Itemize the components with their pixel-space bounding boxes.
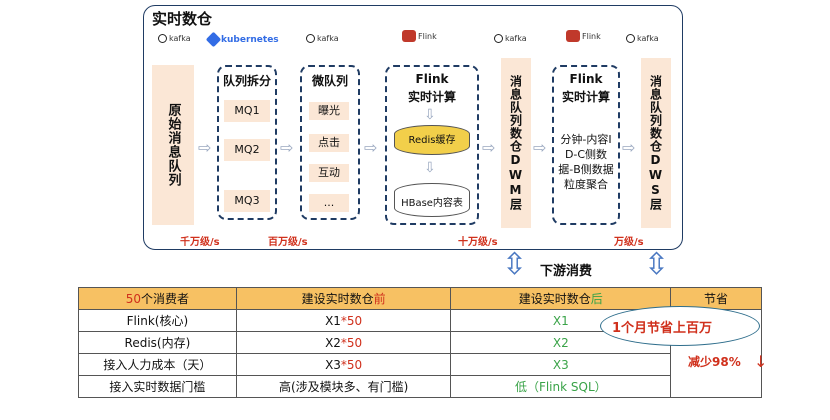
flink-subtitle: 实时计算 xyxy=(407,90,456,104)
flow-arrow-icon: ⇨ xyxy=(364,138,378,157)
before-value: X3*50 xyxy=(235,353,452,376)
micro-queue-item: ... xyxy=(309,194,349,212)
down-arrow-icon: ⇩ xyxy=(424,107,436,123)
dwm-layer: 消息队列数仓DWM层 xyxy=(501,58,531,228)
header-before: 建设实时数仓前 xyxy=(235,287,452,310)
table-row: 接入实时数据门槛 高(涉及模块多、有门槛) 低（Flink SQL） xyxy=(78,375,762,398)
flink-title: Flink xyxy=(415,72,449,86)
down-arrow-icon: ⇩ xyxy=(424,160,436,176)
flink-aggregate-box xyxy=(552,65,620,225)
kafka-logo: kafka xyxy=(494,34,527,43)
flink-subtitle: 实时计算 xyxy=(561,90,610,104)
queue-item: MQ1 xyxy=(224,100,270,122)
kafka-icon xyxy=(494,34,503,43)
row-label: Redis(内存) xyxy=(78,331,237,354)
row-label: 接入人力成本（天） xyxy=(78,353,237,376)
row-label: Flink(核心) xyxy=(78,309,237,332)
before-value: X1*50 xyxy=(235,309,452,332)
realtime-warehouse-frame xyxy=(143,5,683,250)
table-row: 接入人力成本（天） X3*50 X3 xyxy=(78,353,762,376)
cost-comparison-table: 50个消费者 建设实时数仓前 建设实时数仓后 节省 Flink(核心) X1*5… xyxy=(78,287,762,398)
downstream-arrow-icon: ⇳ xyxy=(502,247,528,282)
saving-highlight-ellipse xyxy=(600,306,760,346)
dws-layer: 消息队列数仓DWS层 xyxy=(641,58,671,228)
flow-arrow-icon: ⇨ xyxy=(533,138,547,157)
rate-label: 万级/s xyxy=(614,237,644,248)
before-value: X2*50 xyxy=(235,331,452,354)
rate-label: 百万级/s xyxy=(268,237,308,248)
kafka-icon xyxy=(306,34,315,43)
down-arrow-icon: ↓ xyxy=(754,352,768,371)
after-value: 低（Flink SQL） xyxy=(450,375,672,398)
downstream-arrow-icon: ⇳ xyxy=(644,247,670,282)
kafka-logo: kafka xyxy=(626,34,659,43)
queue-item: MQ2 xyxy=(224,139,270,161)
redis-cache: Redis缓存 xyxy=(394,125,470,155)
source-queue: 原始消息队列 xyxy=(152,65,194,225)
downstream-label: 下游消费 xyxy=(540,264,593,279)
flow-arrow-icon: ⇨ xyxy=(622,138,636,157)
after-value: X3 xyxy=(450,353,672,376)
queue-split-title: 队列拆分 xyxy=(222,74,271,88)
kafka-icon xyxy=(158,34,167,43)
flink-title: Flink xyxy=(569,72,603,86)
header-after: 建设实时数仓后 xyxy=(450,287,672,310)
micro-queue-item: 点击 xyxy=(309,134,349,152)
table-header-row: 50个消费者 建设实时数仓前 建设实时数仓后 节省 xyxy=(78,287,762,310)
queue-item: MQ3 xyxy=(224,190,270,212)
flow-arrow-icon: ⇨ xyxy=(280,138,294,157)
kafka-logo: kafka xyxy=(306,34,339,43)
saving-percent: 减少98% xyxy=(686,353,743,370)
micro-queue-item: 互动 xyxy=(309,164,349,182)
kafka-icon xyxy=(626,34,635,43)
micro-queue-title: 微队列 xyxy=(311,74,348,88)
header-consumers: 50个消费者 xyxy=(78,287,237,310)
micro-queue-item: 曝光 xyxy=(309,102,349,120)
saving-highlight: 1个月节省上百万 xyxy=(612,321,713,336)
flow-arrow-icon: ⇨ xyxy=(482,138,496,157)
before-value: 高(涉及模块多、有门槛) xyxy=(235,375,452,398)
row-label: 接入实时数据门槛 xyxy=(78,375,237,398)
kubernetes-logo: kubernetes xyxy=(205,31,279,48)
flow-arrow-icon: ⇨ xyxy=(198,138,212,157)
rate-label: 十万级/s xyxy=(458,237,498,248)
header-saving: 节省 xyxy=(670,287,762,310)
flink-icon xyxy=(566,30,580,42)
diagram-title: 实时数仓 xyxy=(152,10,213,28)
flink-logo: Flink xyxy=(566,30,601,42)
flink-icon xyxy=(402,30,416,42)
flink-logo: Flink xyxy=(402,30,437,42)
kafka-logo: kafka xyxy=(158,34,191,43)
rate-label: 千万级/s xyxy=(180,237,220,248)
aggregation-description: 分钟-内容ID-C侧数据-B侧数据粒度聚合 xyxy=(558,133,614,191)
hbase-table: HBase内容表 xyxy=(394,183,470,217)
kubernetes-icon xyxy=(205,31,222,48)
